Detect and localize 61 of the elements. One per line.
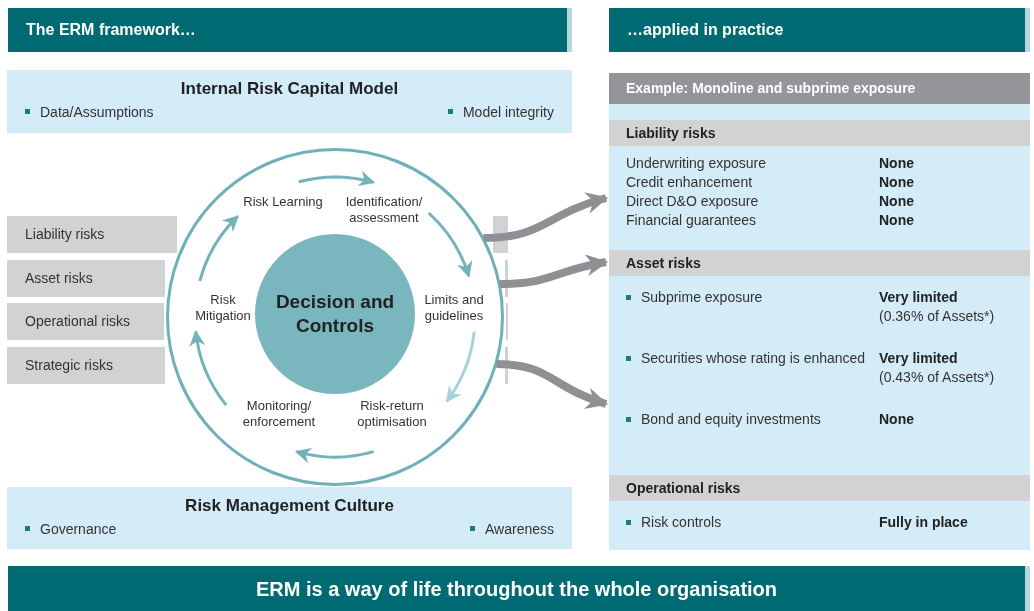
stage-label: Monitoring/ enforcement <box>234 398 324 430</box>
info-panel <box>7 70 572 133</box>
title-banner <box>8 8 572 52</box>
bar-label: Operational risks <box>25 312 131 331</box>
row-label: Securities whose rating is enhanced <box>641 349 866 368</box>
panel-heading: Risk Management Culture <box>185 496 394 515</box>
row-label: Credit enhancement <box>626 173 753 192</box>
risk-bar <box>7 303 164 340</box>
row-label: Underwriting exposure <box>626 154 767 173</box>
section-header: Asset risks <box>609 250 1030 276</box>
arrow <box>294 447 374 463</box>
row-label: Bond and equity investments <box>641 410 821 429</box>
row-value: None <box>879 173 914 192</box>
risk-bar <box>7 216 177 253</box>
arrow <box>427 211 472 278</box>
bar-label: Liability risks <box>25 225 105 244</box>
arrow <box>445 331 476 403</box>
panel-header: Example: Monoline and subprime exposure <box>609 73 1030 104</box>
row-value: None <box>879 154 914 173</box>
row-note: (0.36% of Assets*) <box>879 307 995 326</box>
bullet-text: Data/Assumptions <box>40 102 154 122</box>
banner-text: ERM is a way of life throughout the whole organisation <box>255 576 778 602</box>
section-header: Operational risks <box>609 475 1030 501</box>
row-value: Fully in place <box>879 513 968 532</box>
stage-label: Risk-return optimisation <box>347 398 437 430</box>
row-value: None <box>879 211 914 230</box>
stage-label: Identification/ assessment <box>334 194 434 226</box>
footer-banner <box>8 566 1030 611</box>
stage-label: Risk Learning <box>233 194 333 210</box>
row-label: Direct D&O exposure <box>626 192 759 211</box>
row-value: Very limited <box>879 288 959 307</box>
bar-label: Strategic risks <box>25 356 113 375</box>
risk-bar <box>7 347 165 384</box>
row-value: Very limited <box>879 349 959 368</box>
arrow <box>190 330 228 406</box>
stage-label: Limits and guidelines <box>414 292 494 324</box>
row-label: Risk controls <box>641 513 722 532</box>
row-label: Financial guarantees <box>626 211 756 230</box>
row-label: Subprime exposure <box>641 288 763 307</box>
arrow <box>298 171 376 187</box>
panel-heading: Internal Risk Capital Model <box>180 79 399 98</box>
stage-label: Risk Mitigation <box>188 292 258 324</box>
title-banner <box>609 8 1030 52</box>
banner-title: The ERM framework… <box>26 20 196 40</box>
bar-label: Asset risks <box>25 269 93 288</box>
center-title: Decision and Controls <box>274 290 396 338</box>
row-value: None <box>879 192 914 211</box>
arrow <box>483 193 609 242</box>
arrow <box>496 360 609 409</box>
row-value: None <box>879 410 914 429</box>
bullet-text: Awareness <box>485 519 554 539</box>
risk-bar <box>7 260 165 297</box>
bullet-text: Governance <box>40 519 117 539</box>
row-note: (0.43% of Assets*) <box>879 368 995 387</box>
info-panel <box>7 487 572 549</box>
arrow <box>499 254 609 288</box>
section-header: Liability risks <box>609 120 1030 146</box>
banner-title: …applied in practice <box>627 20 784 40</box>
arrow <box>198 215 239 282</box>
example-panel <box>609 73 1030 550</box>
bullet-text: Model integrity <box>462 102 554 122</box>
